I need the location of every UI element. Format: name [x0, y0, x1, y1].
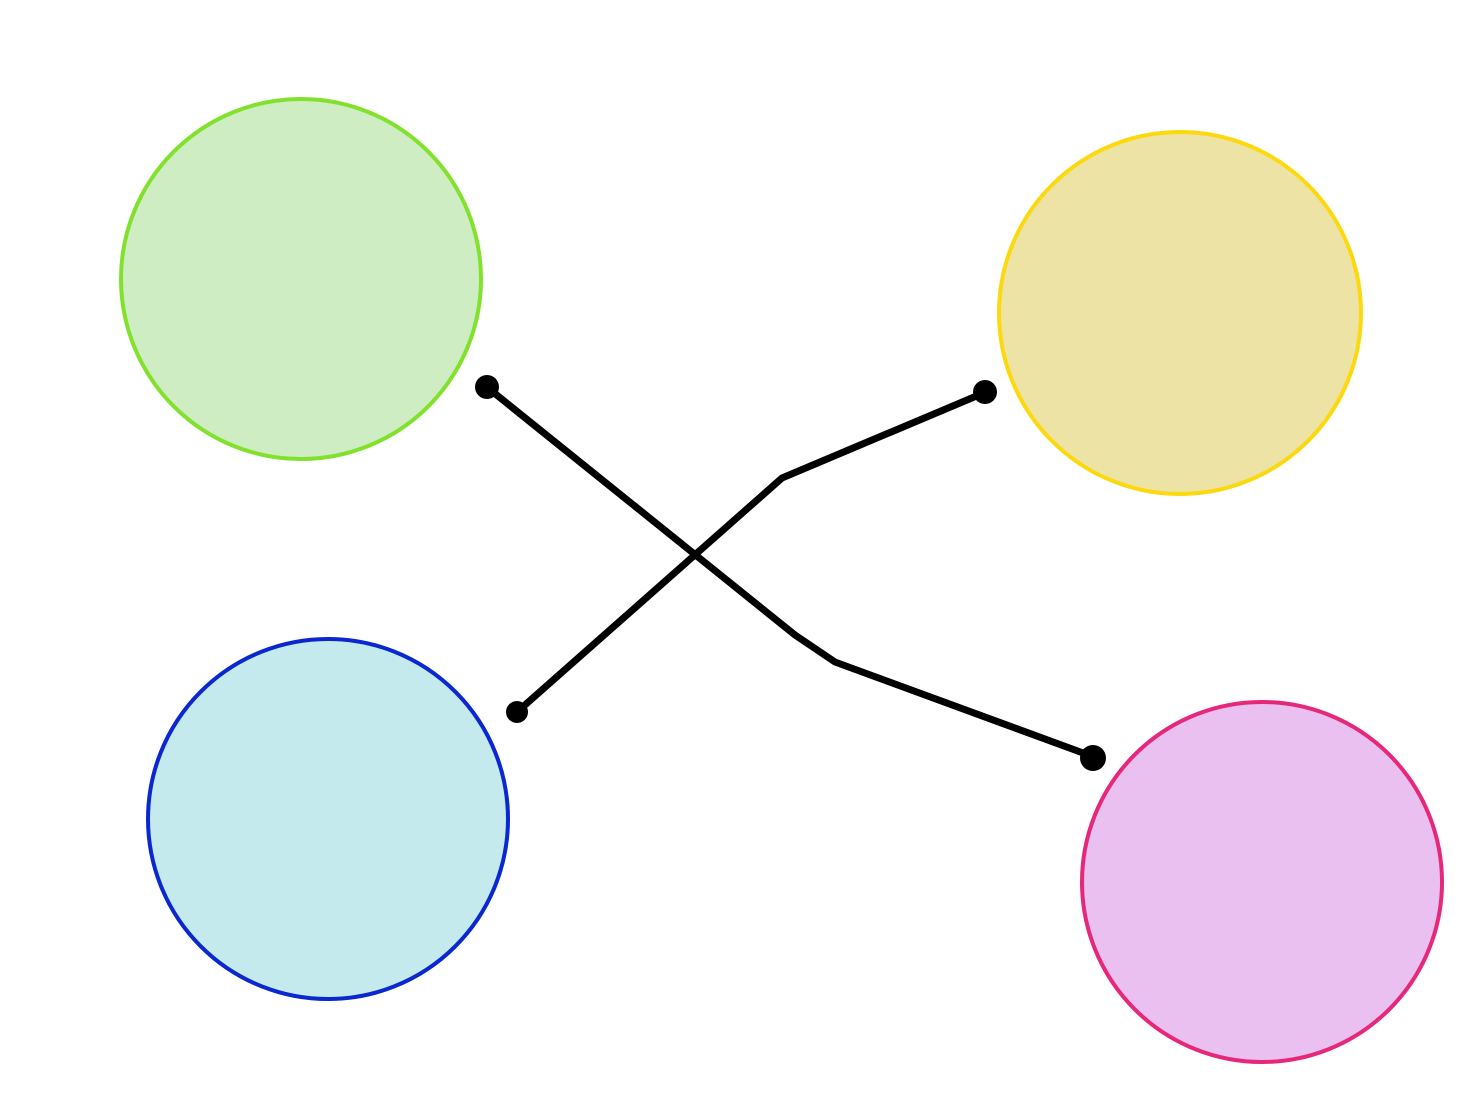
node-yellow-circle[interactable] [997, 130, 1363, 496]
connector-blue-to-yellow-end-dot[interactable] [973, 380, 997, 404]
node-blue-circle[interactable] [146, 637, 510, 1001]
node-green-circle[interactable] [119, 97, 483, 461]
connector-green-to-pink-end-dot[interactable] [1080, 745, 1106, 771]
connector-blue-to-yellow-start-dot[interactable] [506, 701, 528, 723]
node-pink-circle[interactable] [1080, 700, 1444, 1064]
connector-blue-to-yellow[interactable] [513, 388, 990, 716]
connector-green-to-pink[interactable] [484, 384, 1098, 761]
connector-green-to-pink-start-dot[interactable] [475, 375, 499, 399]
